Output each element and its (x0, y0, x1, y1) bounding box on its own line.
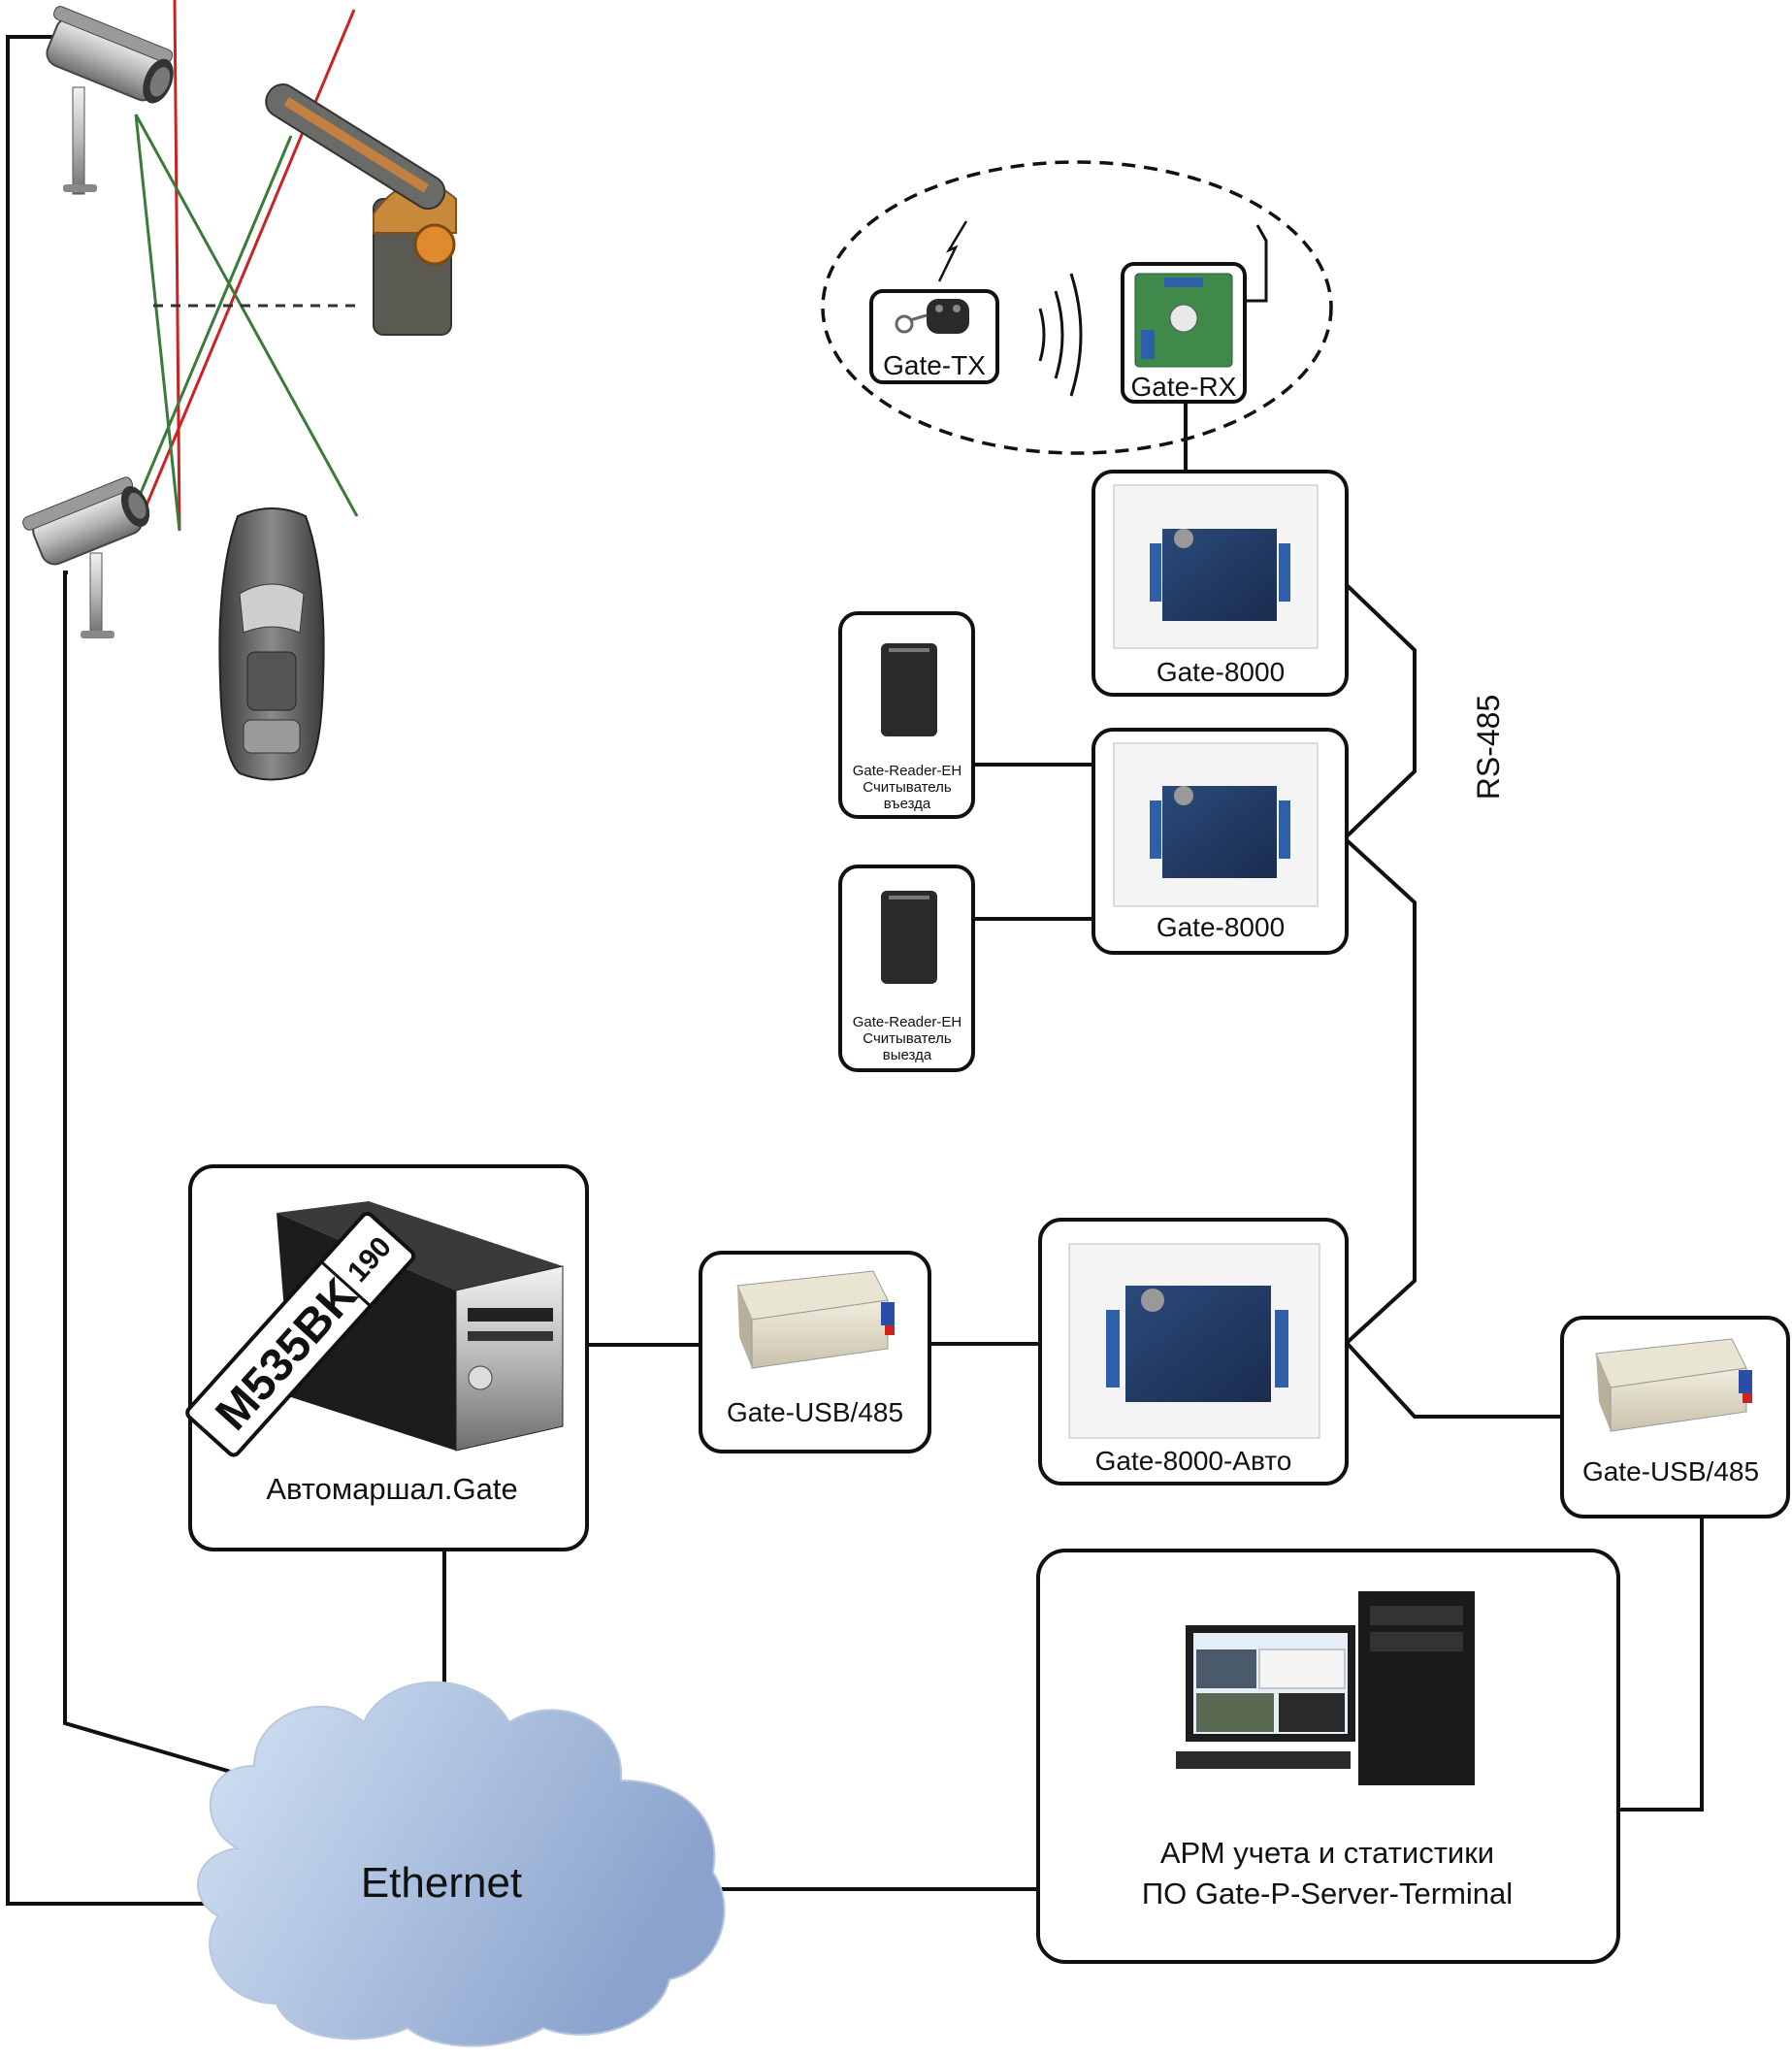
gate-rx-label: Gate-RX (1131, 372, 1237, 402)
wire-arm-usb-right (1618, 1517, 1704, 1812)
gate8000-top-node[interactable]: Gate-8000 (1091, 470, 1349, 697)
reader-exit-line3: выезда (883, 1047, 932, 1063)
usb485-right-node[interactable]: Gate-USB/485 (1560, 1316, 1790, 1518)
wire-camera-top (6, 35, 206, 1906)
antenna-icon (1245, 224, 1268, 303)
arm-label-line2: ПО Gate-P-Server-Terminal (1142, 1877, 1513, 1910)
reader-exit-line2: Считыватель (863, 1030, 952, 1047)
reader-exit-line1: Gate-Reader-EH (853, 1014, 962, 1030)
card-reader-icon (881, 891, 937, 984)
reader-entry-line2: Считыватель (863, 779, 952, 796)
usb-converter-icon (1595, 1338, 1752, 1432)
barrier-icon (265, 83, 457, 336)
automarshal-node[interactable]: M535BK 190 Автомаршал.Gate (185, 1164, 589, 1551)
gate-tx-node[interactable]: Gate-TX (869, 220, 999, 384)
camera-top-icon (46, 6, 174, 195)
gate-tx-label: Gate-TX (883, 350, 986, 380)
wire-auto-usb-right (1345, 1341, 1562, 1419)
gate8000-auto-label: Gate-8000-Авто (1095, 1446, 1292, 1476)
camera-bottom-icon (22, 476, 150, 638)
workstation-pc-icon (1176, 1591, 1475, 1785)
car-icon (218, 507, 325, 781)
wireless-zone (821, 160, 1333, 455)
arm-label-line1: АРМ учета и статистики (1160, 1836, 1494, 1870)
controller-board-icon (1113, 742, 1319, 907)
cloud-icon (196, 1681, 726, 2047)
gate8000-auto-node[interactable]: Gate-8000-Авто (1038, 1218, 1349, 1486)
reader-entry-node[interactable]: Gate-Reader-EH Считыватель въезда (838, 611, 975, 819)
ethernet-cloud[interactable]: Ethernet (196, 1681, 726, 2047)
signal-bolt-icon (937, 220, 968, 282)
automarshal-label: Автомаршал.Gate (266, 1472, 517, 1506)
wires (6, 35, 1704, 1906)
gate8000-middle-label: Gate-8000 (1157, 912, 1285, 942)
arm-node[interactable]: АРМ учета и статистики ПО Gate-P-Server-… (1036, 1549, 1620, 1964)
reader-entry-line3: въезда (884, 796, 931, 812)
radio-waves-icon (1038, 273, 1083, 397)
controller-board-icon (1113, 484, 1319, 649)
reader-exit-node[interactable]: Gate-Reader-EH Считыватель выезда (838, 865, 975, 1072)
card-reader-icon (881, 643, 937, 736)
usb-converter-icon (736, 1270, 895, 1369)
usb485-left-node[interactable]: Gate-USB/485 (699, 1251, 931, 1453)
remote-keyfob-icon (895, 299, 969, 334)
wire-rs485-bus-top (1345, 583, 1417, 838)
gate-rx-node[interactable]: Gate-RX (1121, 224, 1268, 404)
reader-entry-line1: Gate-Reader-EH (853, 763, 962, 779)
wire-camera-bottom (63, 571, 321, 1800)
gate8000-top-label: Gate-8000 (1157, 657, 1285, 687)
usb485-left-label: Gate-USB/485 (727, 1397, 903, 1427)
usb485-right-label: Gate-USB/485 (1582, 1456, 1759, 1486)
laser-lines (134, 0, 361, 532)
ethernet-label: Ethernet (361, 1859, 522, 1907)
controller-board-icon (1068, 1243, 1320, 1439)
rs485-label: RS-485 (1471, 695, 1506, 800)
gate8000-middle-node[interactable]: Gate-8000 (1091, 728, 1349, 955)
wire-rs485-bus-bottom (1345, 838, 1417, 1345)
